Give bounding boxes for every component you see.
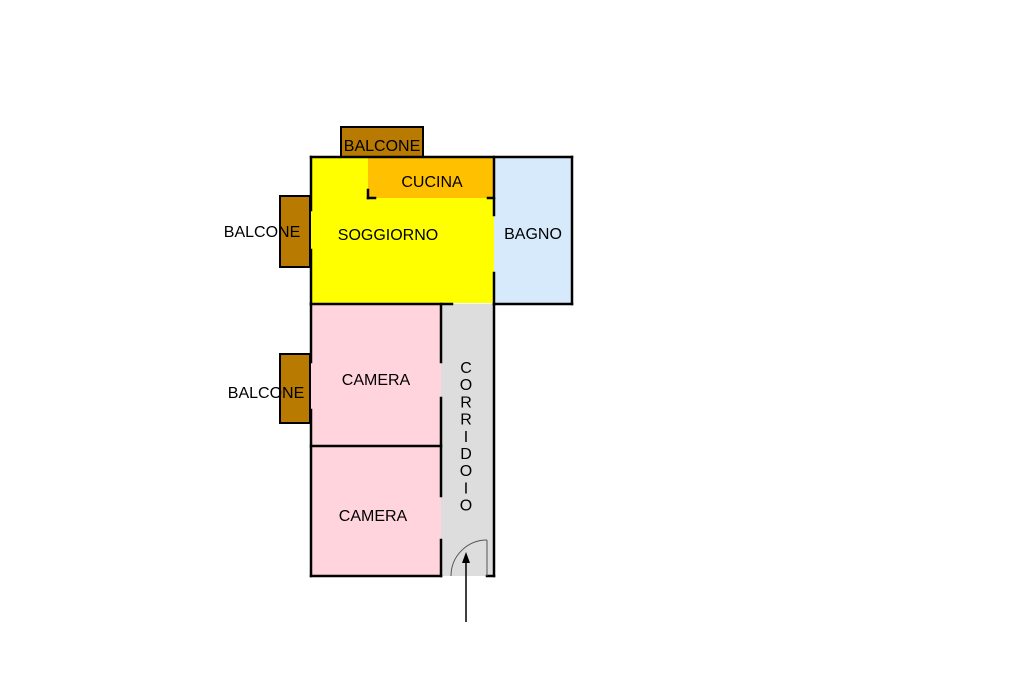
label-balcone-top: BALCONE xyxy=(344,138,420,155)
label-cucina: CUCINA xyxy=(401,174,463,191)
label-balcone-left-upper: BALCONE xyxy=(224,224,300,241)
entrance-door-swing xyxy=(450,539,488,577)
label-corridoio-letter: D xyxy=(460,446,472,463)
label-bagno: BAGNO xyxy=(504,226,562,243)
room-camera-upper xyxy=(311,304,441,446)
room-cucina xyxy=(368,157,493,198)
label-corridoio-letter: C xyxy=(460,360,472,377)
label-corridoio-letter: R xyxy=(460,412,472,429)
balcone-left-upper xyxy=(279,195,311,268)
balcone-left-lower xyxy=(279,353,311,424)
label-corridoio-letter: O xyxy=(460,463,472,480)
room-corridoio xyxy=(441,304,494,576)
label-camera-lower: CAMERA xyxy=(339,508,408,525)
label-corridoio-letter: I xyxy=(464,429,468,446)
label-camera-upper: CAMERA xyxy=(342,372,411,389)
label-balcone-left-lower: BALCONE xyxy=(228,385,304,402)
entrance-arrow xyxy=(462,552,470,622)
label-corridoio-letter: R xyxy=(460,394,472,411)
label-soggiorno: SOGGIORNO xyxy=(338,227,438,244)
label-corridoio-letter: I xyxy=(464,480,468,497)
walls xyxy=(309,155,574,578)
label-corridoio-letter: O xyxy=(460,377,472,394)
room-camera-lower xyxy=(311,446,441,576)
room-bagno xyxy=(494,157,572,303)
label-corridoio-letter: O xyxy=(460,498,472,515)
